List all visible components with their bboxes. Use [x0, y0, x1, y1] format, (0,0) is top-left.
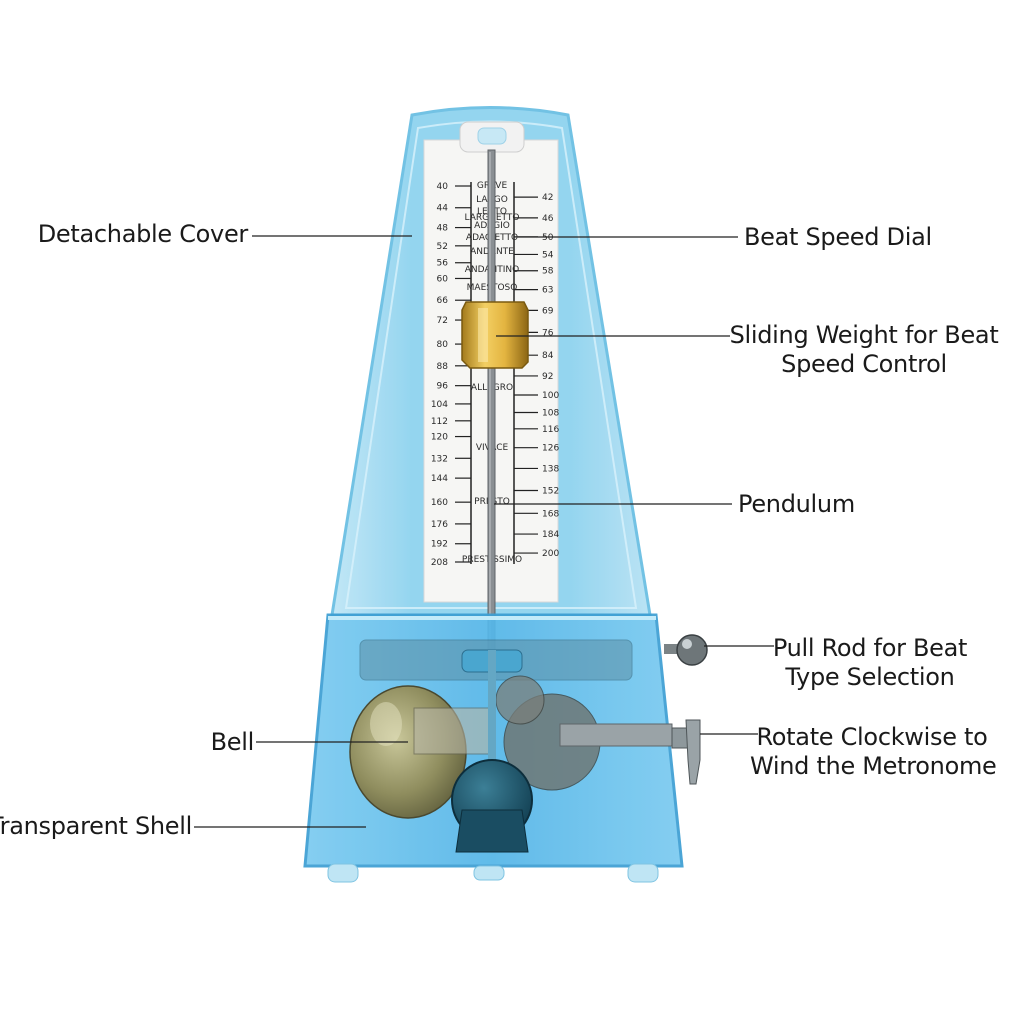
label-transparent-shell-text: Transparent Shell [0, 812, 192, 840]
winding-key-collar [671, 727, 689, 749]
dial-right-value: 116 [542, 425, 559, 435]
dial-left-value: 44 [437, 204, 449, 214]
dial-right-value: 42 [542, 193, 553, 203]
label-pull-rod-line1: Pull Rod for Beat [772, 634, 968, 662]
foot-left [327, 863, 359, 883]
dial-left-value: 160 [431, 498, 448, 508]
dial-right-value: 100 [542, 391, 559, 401]
dial-left-value: 208 [431, 558, 448, 568]
dial-right-value: 184 [542, 530, 559, 540]
label-beat-speed-dial: Beat Speed Dial [744, 223, 932, 251]
label-detachable-cover: Detachable Cover [37, 220, 249, 248]
dial-right-value: 58 [542, 267, 554, 277]
dial-left-value: 144 [431, 474, 448, 484]
label-sliding-weight-line1: Sliding Weight for Beat [729, 321, 999, 349]
dial-right-value: 46 [542, 214, 554, 224]
dial-right-value: 138 [542, 464, 559, 474]
gear-small [495, 675, 545, 725]
dial-left-value: 132 [431, 454, 448, 464]
dial-left-value: 72 [437, 316, 448, 326]
dial-left-value: 192 [431, 540, 448, 550]
label-sliding-weight-line2: Speed Control [781, 350, 947, 378]
label-pendulum: Pendulum [738, 490, 855, 518]
dial-left-value: 56 [437, 259, 449, 269]
dial-right-value: 108 [542, 409, 559, 419]
dial-right-value: 126 [542, 444, 559, 454]
dial-left-value: 176 [431, 520, 448, 530]
dial-right-value: 63 [542, 286, 553, 296]
bell-highlight [370, 702, 402, 746]
dial-left-value: 80 [437, 340, 449, 350]
label-pull-rod-line2: Type Selection [785, 663, 955, 691]
foot-right [627, 863, 659, 883]
dial-right-value: 54 [542, 250, 554, 260]
dial-left-value: 66 [437, 296, 449, 306]
dial-left-value: 120 [431, 433, 448, 443]
pendulum-bob-skirt [455, 809, 529, 853]
dial-left-value: 112 [431, 417, 448, 427]
pendulum [487, 149, 496, 651]
dial-top-slot [477, 127, 507, 145]
dial-right-value: 200 [542, 549, 559, 559]
dial-left-value: 60 [437, 274, 449, 284]
pull-rod-knob-shine [682, 639, 692, 649]
dial-left-value: 48 [437, 224, 449, 234]
label-sliding-weight: Sliding Weight for Beat Speed Control [728, 321, 1000, 379]
label-transparent-shell: Transparent Shell [0, 812, 192, 841]
dial-right-value: 69 [542, 306, 554, 316]
dial-right-value: 84 [542, 351, 554, 361]
winding-key [685, 719, 701, 785]
label-rotate: Rotate Clockwise to Wind the Metronome [750, 723, 997, 781]
bell-hammer-assembly [413, 707, 495, 755]
sliding-weight [461, 301, 529, 369]
label-bell: Bell [210, 728, 255, 756]
pull-rod-stem [664, 644, 684, 654]
dial-right-value: 152 [542, 486, 559, 496]
label-rotate-line2: Wind the Metronome [750, 752, 997, 780]
dial-right-value: 50 [542, 233, 554, 243]
foot-center [473, 865, 505, 881]
dial-left-value: 40 [437, 182, 449, 192]
label-pull-rod: Pull Rod for Beat Type Selection [770, 634, 970, 692]
dial-right-value: 168 [542, 509, 559, 519]
dial-left-value: 52 [437, 242, 448, 252]
winding-shaft [559, 723, 673, 747]
dial-left-value: 96 [437, 382, 449, 392]
dial-left-value: 88 [437, 362, 449, 372]
dial-right-value: 76 [542, 328, 554, 338]
pendulum-lower-rod [488, 650, 496, 770]
dial-left-value: 104 [431, 400, 448, 410]
label-rotate-line1: Rotate Clockwise to [756, 723, 988, 751]
dial-right-value: 92 [542, 372, 553, 382]
pull-rod-knob [676, 634, 708, 666]
sliding-weight-shine [478, 308, 488, 362]
